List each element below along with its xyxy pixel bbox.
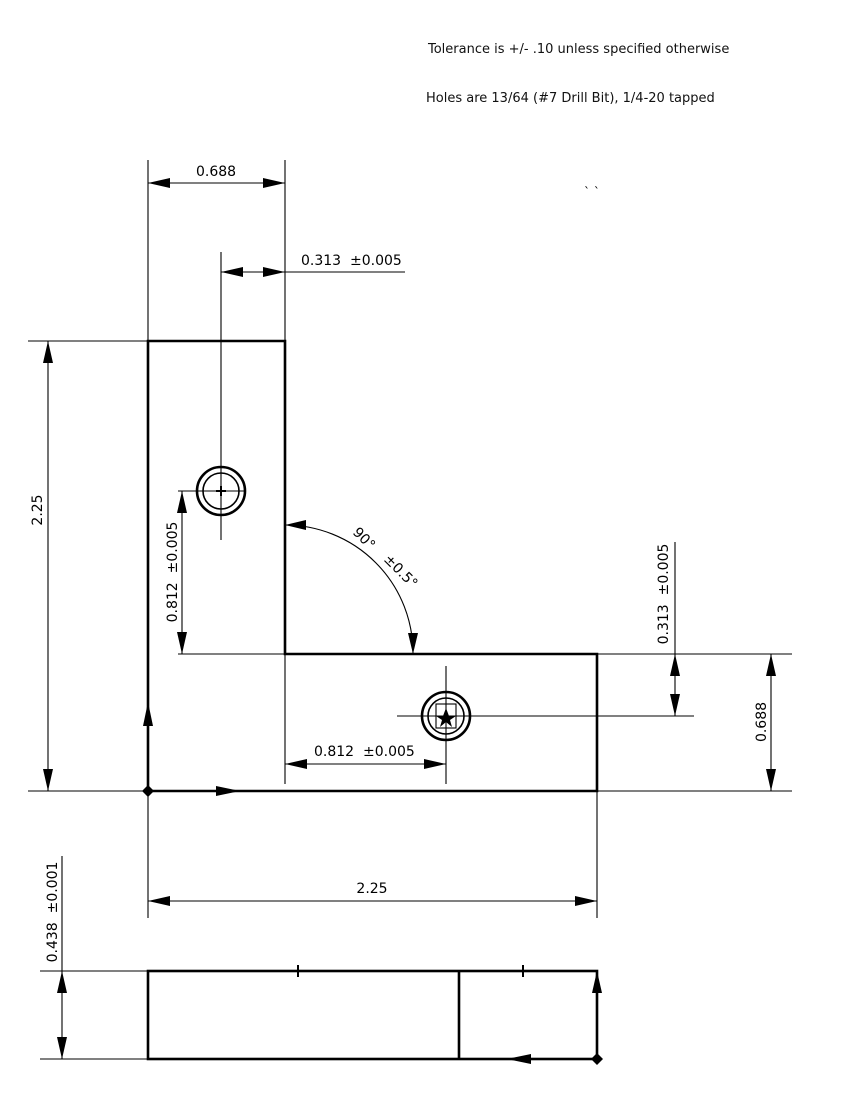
hole-2 <box>397 666 694 784</box>
dim-thickness: 0.438 ±0.001 <box>45 856 67 1059</box>
dim-right-leg-height-label: 0.688 <box>754 702 770 742</box>
dim-hole2-offset-y: 0.313 ±0.005 <box>656 542 680 716</box>
hole-center-cross-icon <box>216 486 226 496</box>
dim-hole2-offset-x: 0.812 ±0.005 <box>284 654 446 784</box>
side-y-arrow-icon <box>592 971 602 993</box>
stray-marks: ` ` <box>584 185 600 199</box>
dim-overall-width: 2.25 <box>148 881 597 906</box>
dim-hole1-offset-y: 0.812 ±0.005 <box>165 491 187 654</box>
dim-overall-height-label: 2.25 <box>30 494 46 525</box>
dim-top-width: 0.688 <box>148 164 285 188</box>
x-axis-arrow-icon <box>216 786 240 796</box>
dim-thickness-label: 0.438 ±0.001 <box>45 862 61 963</box>
dim-angle-label: 90° <box>349 525 378 554</box>
dim-overall-height: 2.25 <box>30 341 53 791</box>
side-view-outline <box>146 969 599 1061</box>
dim-hole1-offset-x-label: 0.313 ±0.005 <box>301 253 402 269</box>
dim-angle: 90° ±0.5° <box>284 520 420 655</box>
tolerance-note: Tolerance is +/- .10 unless specified ot… <box>428 42 730 57</box>
top-view: 0.688 0.313 ±0.005 2.25 0.812 ±0.005 <box>28 160 792 918</box>
holes-note: Holes are 13/64 (#7 Drill Bit), 1/4-20 t… <box>426 91 715 106</box>
dim-hole2-offset-y-label: 0.313 ±0.005 <box>656 544 672 645</box>
dim-angle-tolerance-label: ±0.5° <box>380 552 420 592</box>
y-axis-arrow-icon <box>143 702 153 726</box>
side-x-arrow-icon <box>507 1054 531 1064</box>
dim-right-leg-height: 0.688 <box>754 654 776 791</box>
hole-center-star-icon <box>436 708 456 727</box>
side-view: 0.438 ±0.001 <box>40 856 603 1065</box>
dim-top-width-label: 0.688 <box>196 164 236 180</box>
hole-1 <box>178 252 247 540</box>
dim-overall-width-label: 2.25 <box>356 881 387 897</box>
part-outline-l-bracket <box>146 339 599 793</box>
dim-hole1-offset-y-label: 0.812 ±0.005 <box>165 522 181 623</box>
dim-hole1-offset-x: 0.313 ±0.005 <box>221 253 405 277</box>
side-origin-diamond-icon <box>591 1053 603 1065</box>
dim-hole2-offset-x-label: 0.812 ±0.005 <box>314 744 415 760</box>
